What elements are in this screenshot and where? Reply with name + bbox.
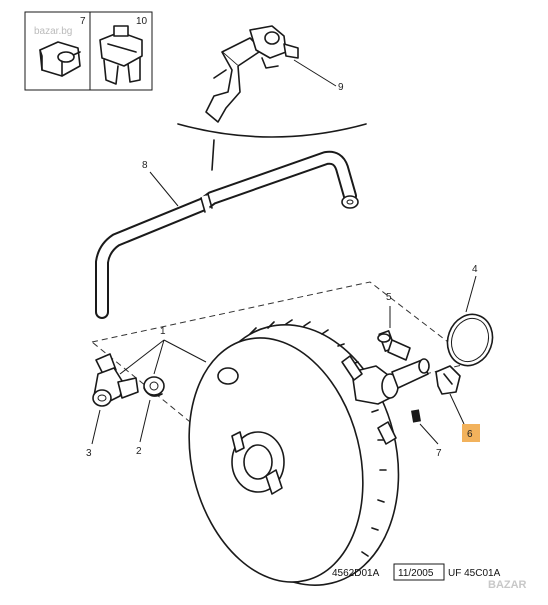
callout-leader-1c bbox=[163, 339, 207, 363]
callout-5: 5 bbox=[386, 292, 392, 303]
callout-leader-2 bbox=[139, 399, 151, 443]
callout-1: 1 bbox=[160, 326, 166, 337]
inset-box: 7 10 bazar.bg bbox=[24, 11, 153, 91]
footer-code-2: UF 45C01A bbox=[448, 568, 501, 579]
grommet-part-2 bbox=[143, 376, 165, 397]
inset-label-7: 7 bbox=[80, 16, 86, 27]
inset-watermark: bazar.bg bbox=[34, 26, 72, 37]
callout-leader-6 bbox=[449, 393, 465, 425]
footer-date: 11/2005 bbox=[398, 568, 434, 579]
callout-7: 7 bbox=[436, 448, 442, 459]
callout-6-highlight bbox=[462, 424, 480, 442]
break-line bbox=[177, 123, 367, 138]
callout-6: 6 bbox=[467, 429, 473, 440]
callout-8: 8 bbox=[142, 160, 148, 171]
callout-4: 4 bbox=[472, 264, 478, 275]
clip-icon bbox=[99, 25, 143, 85]
callout-9: 9 bbox=[338, 82, 344, 93]
callout-leader-8 bbox=[149, 171, 179, 207]
callout-leader-1b bbox=[153, 339, 165, 375]
bracket-part-9 bbox=[205, 25, 299, 123]
seal-ring-part-4 bbox=[446, 313, 494, 367]
clip-part-6 bbox=[435, 365, 461, 395]
callout-leader-7 bbox=[419, 423, 439, 445]
corner-watermark: BAZAR bbox=[488, 579, 527, 591]
footer-code-1: 4562D01A bbox=[332, 568, 380, 579]
callout-leader-1a bbox=[119, 339, 165, 375]
callout-leader-3 bbox=[91, 409, 101, 445]
vacuum-hose-part-8 bbox=[95, 150, 359, 319]
callout-leader-4 bbox=[465, 275, 477, 313]
nut-icon bbox=[39, 41, 81, 77]
callout-leader-9 bbox=[293, 59, 337, 87]
footer-codes: 4562D01A 11/2005 UF 45C01A bbox=[332, 563, 501, 581]
callout-2: 2 bbox=[136, 446, 142, 457]
connector-part-5 bbox=[377, 330, 411, 361]
callout-3: 3 bbox=[86, 448, 92, 459]
brake-servo-booster bbox=[188, 319, 430, 586]
elbow-connector-part-3 bbox=[92, 353, 139, 407]
inset-label-10: 10 bbox=[136, 16, 148, 27]
bolt-part-7 bbox=[411, 409, 421, 423]
